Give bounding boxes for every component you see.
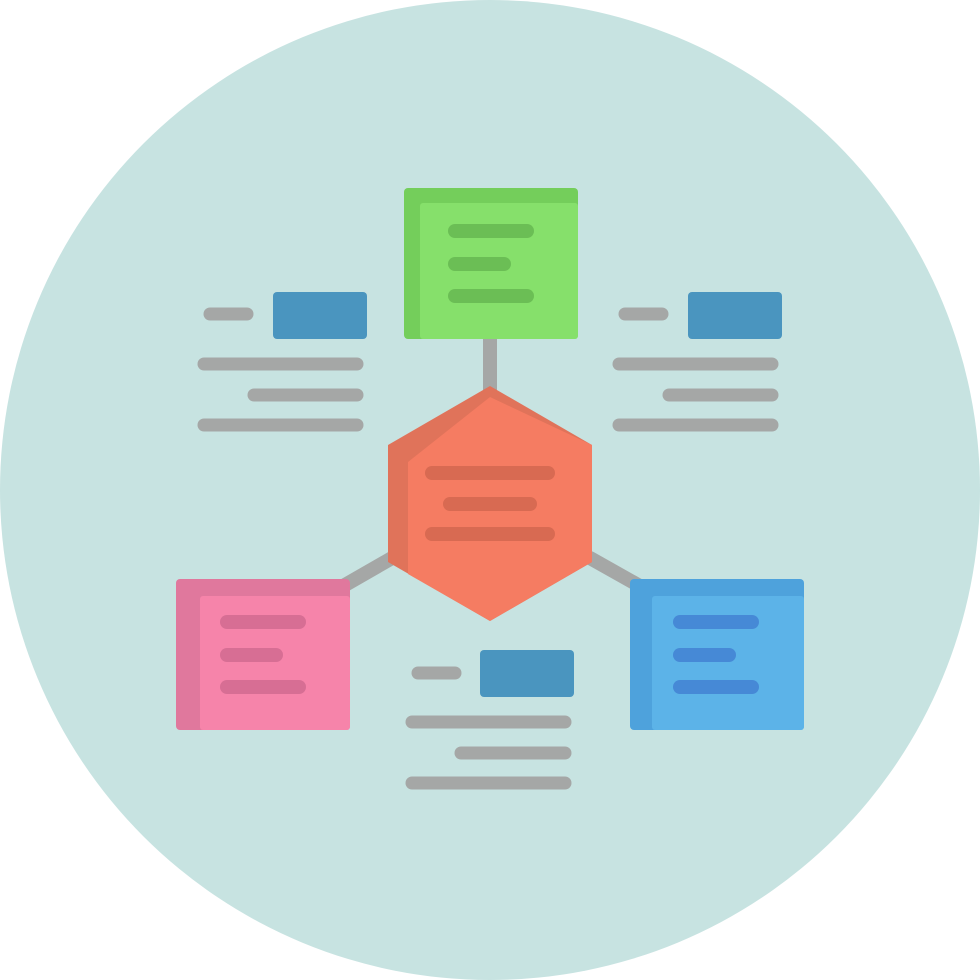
note-left-face — [200, 596, 350, 730]
text-block-right — [612, 292, 782, 432]
text-block-bottom — [405, 650, 574, 790]
note-right — [630, 579, 804, 730]
text-left-label — [273, 292, 367, 339]
text-bottom-label — [480, 650, 574, 697]
connectors — [338, 331, 645, 592]
text-block-left — [197, 292, 367, 432]
connector-right — [583, 551, 645, 592]
center-hexagon — [388, 386, 592, 621]
note-top — [404, 188, 578, 339]
connector-left — [338, 551, 399, 592]
text-right-label — [688, 292, 782, 339]
note-left — [176, 579, 350, 730]
note-right-face — [652, 596, 804, 730]
